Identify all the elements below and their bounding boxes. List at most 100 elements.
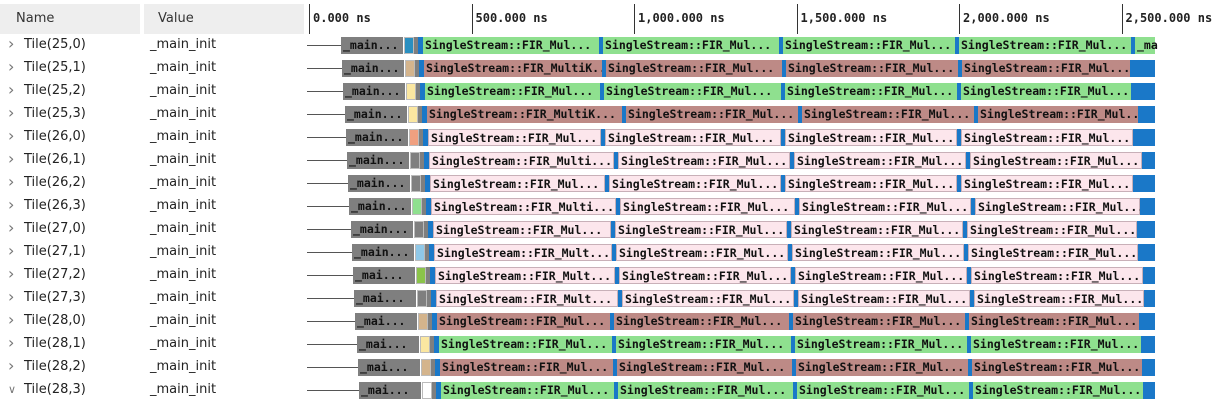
main-init-segment[interactable]: _main... xyxy=(351,221,413,238)
signal-row[interactable]: ›Tile(27,2)_main_init_mai...SingleStream… xyxy=(0,264,1155,287)
stream-segment[interactable]: SingleStream::FIR_Mul... xyxy=(626,106,798,123)
chevron-down-icon[interactable]: ∨ xyxy=(8,383,17,396)
chevron-right-icon[interactable]: › xyxy=(8,34,15,53)
chevron-right-icon[interactable]: › xyxy=(8,195,15,214)
waveform-track[interactable]: _main...SingleStream::FIR_Mul...SingleSt… xyxy=(307,80,1155,103)
main-init-segment[interactable]: _mai... xyxy=(353,267,415,284)
signal-row[interactable]: ›Tile(26,3)_main_init_main...SingleStrea… xyxy=(0,195,1155,218)
stream-segment[interactable]: SingleStream::FIR_Mul... xyxy=(785,129,957,146)
stream-segment[interactable]: SingleStream::FIR_Mul... xyxy=(618,382,793,399)
stream-segment[interactable]: SingleStream::FIR_Mul... xyxy=(617,359,792,376)
stream-segment[interactable]: SingleStream::FIR_Multi... xyxy=(431,198,616,215)
stream-segment[interactable]: SingleStream::FIR_Mul... xyxy=(785,175,957,192)
stream-segment[interactable]: SingleStream::FIR_Mul... xyxy=(605,129,781,146)
stream-segment[interactable]: SingleStream::FIR_Mult... xyxy=(435,267,615,284)
stream-segment[interactable]: SingleStream::FIR_MultiK... xyxy=(424,60,613,77)
signal-row[interactable]: ›Tile(27,3)_main_init_mai...SingleStream… xyxy=(0,287,1155,310)
chevron-right-icon[interactable]: › xyxy=(8,356,15,375)
chevron-right-icon[interactable]: › xyxy=(8,103,15,122)
stream-segment[interactable]: SingleStream::FIR_Mul... xyxy=(616,244,788,261)
stream-segment[interactable]: SingleStream::FIR_Mul... xyxy=(619,267,791,284)
stream-segment[interactable]: SingleStream::FIR_Mul... xyxy=(798,290,970,307)
stream-segment[interactable]: SingleStream::FIR_Mul... xyxy=(603,37,779,54)
waveform-track[interactable]: _main...SingleStream::FIR_Multi...Single… xyxy=(307,149,1155,172)
stream-segment[interactable]: SingleStream::FIR_Mul... xyxy=(962,60,1131,77)
waveform-track[interactable]: _mai...SingleStream::FIR_Mul...SingleStr… xyxy=(307,333,1155,356)
waveform-track[interactable]: _main...SingleStream::FIR_Mul...SingleSt… xyxy=(307,126,1155,149)
stream-segment[interactable]: SingleStream::FIR_Mul... xyxy=(795,267,967,284)
signal-row[interactable]: ›Tile(28,0)_main_init_mai...SingleStream… xyxy=(0,310,1155,333)
signal-row[interactable]: ∨Tile(28,3)_main_init_mai...SingleStream… xyxy=(0,379,1155,402)
main-init-segment[interactable]: _main... xyxy=(352,244,414,261)
stream-segment[interactable]: SingleStream::FIR_Mul... xyxy=(620,198,795,215)
stream-segment[interactable]: SingleStream::FIR_Mul... xyxy=(428,129,601,146)
chevron-right-icon[interactable]: › xyxy=(8,149,15,168)
chevron-right-icon[interactable]: › xyxy=(8,241,15,260)
main-init-segment[interactable]: _main... xyxy=(349,198,411,215)
stream-segment[interactable]: SingleStream::FIR_Mul... xyxy=(609,175,781,192)
stream-segment[interactable]: SingleStream::FIR_Mul... xyxy=(796,359,968,376)
stream-segment[interactable]: SingleStream::FIR_Mul... xyxy=(971,336,1141,353)
stream-segment[interactable]: SingleStream::FIR_Mult... xyxy=(436,290,618,307)
stream-segment[interactable]: SingleStream::FIR_Mul... xyxy=(961,175,1133,192)
signal-row[interactable]: ›Tile(25,1)_main_init_main...SingleStrea… xyxy=(0,57,1155,80)
signal-row[interactable]: ›Tile(26,2)_main_init_main...SingleStrea… xyxy=(0,172,1155,195)
stream-segment[interactable]: SingleStream::FIR_Mul... xyxy=(970,152,1142,169)
stream-segment[interactable]: SingleStream::FIR_Mul... xyxy=(792,244,964,261)
chevron-right-icon[interactable]: › xyxy=(8,172,15,191)
signal-row[interactable]: ›Tile(27,0)_main_init_main...SingleStrea… xyxy=(0,218,1155,241)
stream-segment[interactable]: SingleStream::FIR_Mul... xyxy=(622,290,794,307)
signal-row[interactable]: ›Tile(28,2)_main_init_mai...SingleStream… xyxy=(0,356,1155,379)
stream-segment[interactable]: SingleStream::FIR_Mul... xyxy=(437,313,610,330)
waveform-track[interactable]: _mai...SingleStream::FIR_Mul...SingleStr… xyxy=(307,379,1155,402)
waveform-track[interactable]: _mai... SingleStream::FIR_Mul... SingleStr… xyxy=(307,310,1155,333)
main-init-segment[interactable]: _mai... xyxy=(355,313,417,330)
name-column-header[interactable]: Name xyxy=(0,4,140,34)
stream-segment[interactable]: SingleStream::FIR_Mul... xyxy=(795,336,967,353)
main-init-segment[interactable]: _mai... xyxy=(357,336,419,353)
signal-row[interactable]: ›Tile(25,2)_main_init_main...SingleStrea… xyxy=(0,80,1155,103)
stream-segment[interactable]: SingleStream::FIR_Mul... xyxy=(791,221,963,238)
stream-segment[interactable]: SingleStream::FIR_Mul... xyxy=(959,37,1131,54)
waveform-track[interactable]: _mai...SingleStream::FIR_Mult...SingleSt… xyxy=(307,287,1155,310)
stream-segment[interactable]: SingleStream::FIR_Mul... xyxy=(439,336,612,353)
stream-segment[interactable]: SingleStream::FIR_Mul... xyxy=(618,152,790,169)
waveform-track[interactable]: _main...SingleStream::FIR_Mul...SingleSt… xyxy=(307,34,1158,57)
value-column-header[interactable]: Value xyxy=(144,4,304,34)
stream-segment[interactable]: SingleStream::FIR_Mul... xyxy=(968,244,1138,261)
signal-row[interactable]: ›Tile(25,3)_main_init_main...SingleStrea… xyxy=(0,103,1155,126)
chevron-right-icon[interactable]: › xyxy=(8,264,15,283)
stream-segment[interactable]: SingleStream::FIR_Mul... xyxy=(604,83,781,100)
chevron-right-icon[interactable]: › xyxy=(8,333,15,352)
chevron-right-icon[interactable]: › xyxy=(8,57,15,76)
stream-segment[interactable]: SingleStream::FIR_Mul... xyxy=(967,221,1137,238)
main-init-segment[interactable]: _main... xyxy=(348,175,410,192)
chevron-right-icon[interactable]: › xyxy=(8,218,15,237)
stream-segment[interactable]: SingleStream::FIR_Mul... xyxy=(786,60,958,77)
stream-segment[interactable]: SingleStream::FIR_Mul... xyxy=(423,37,599,54)
main-init-segment[interactable]: _main... xyxy=(343,83,405,100)
main-init-segment[interactable]: _main... xyxy=(347,152,409,169)
stream-segment[interactable]: SingleStream::FIR_Mul... xyxy=(961,129,1133,146)
stream-segment[interactable]: SingleStream::FIR_Mul... xyxy=(978,106,1147,123)
stream-segment[interactable]: SingleStream::FIR_Mul... xyxy=(961,83,1131,100)
stream-segment[interactable]: SingleStream::FIR_Mul... xyxy=(425,83,600,100)
stream-segment[interactable]: SingleStream::FIR_Mul... xyxy=(616,336,791,353)
stream-segment[interactable]: SingleStream::FIR_Mul... xyxy=(783,37,955,54)
stream-segment[interactable]: SingleStream::FIR_Mul... xyxy=(433,221,611,238)
stream-segment[interactable]: SingleStream::FIR_Mul... xyxy=(802,106,974,123)
stream-segment[interactable]: SingleStream::FIR_Mul... xyxy=(606,60,782,77)
stream-segment[interactable]: SingleStream::FIR_Mul... xyxy=(430,175,605,192)
waveform-track[interactable]: _main...SingleStream::FIR_Mult...SingleS… xyxy=(307,241,1155,264)
stream-segment[interactable]: SingleStream::FIR_Mul... xyxy=(799,198,971,215)
stream-segment[interactable]: SingleStream::FIR_Mul... xyxy=(975,198,1144,215)
stream-segment[interactable]: SingleStream::FIR_Mul... xyxy=(793,313,965,330)
stream-segment[interactable]: SingleStream::FIR_Mult... xyxy=(434,244,612,261)
stream-segment[interactable]: SingleStream::FIR_Mul... xyxy=(794,152,966,169)
main-init-segment[interactable]: _main... xyxy=(346,129,408,146)
chevron-right-icon[interactable]: › xyxy=(8,310,15,329)
chevron-right-icon[interactable]: › xyxy=(8,126,15,145)
stream-segment[interactable]: SingleStream::FIR_Mul... xyxy=(972,359,1142,376)
signal-row[interactable]: ›Tile(26,0)_main_init_main...SingleStrea… xyxy=(0,126,1155,149)
